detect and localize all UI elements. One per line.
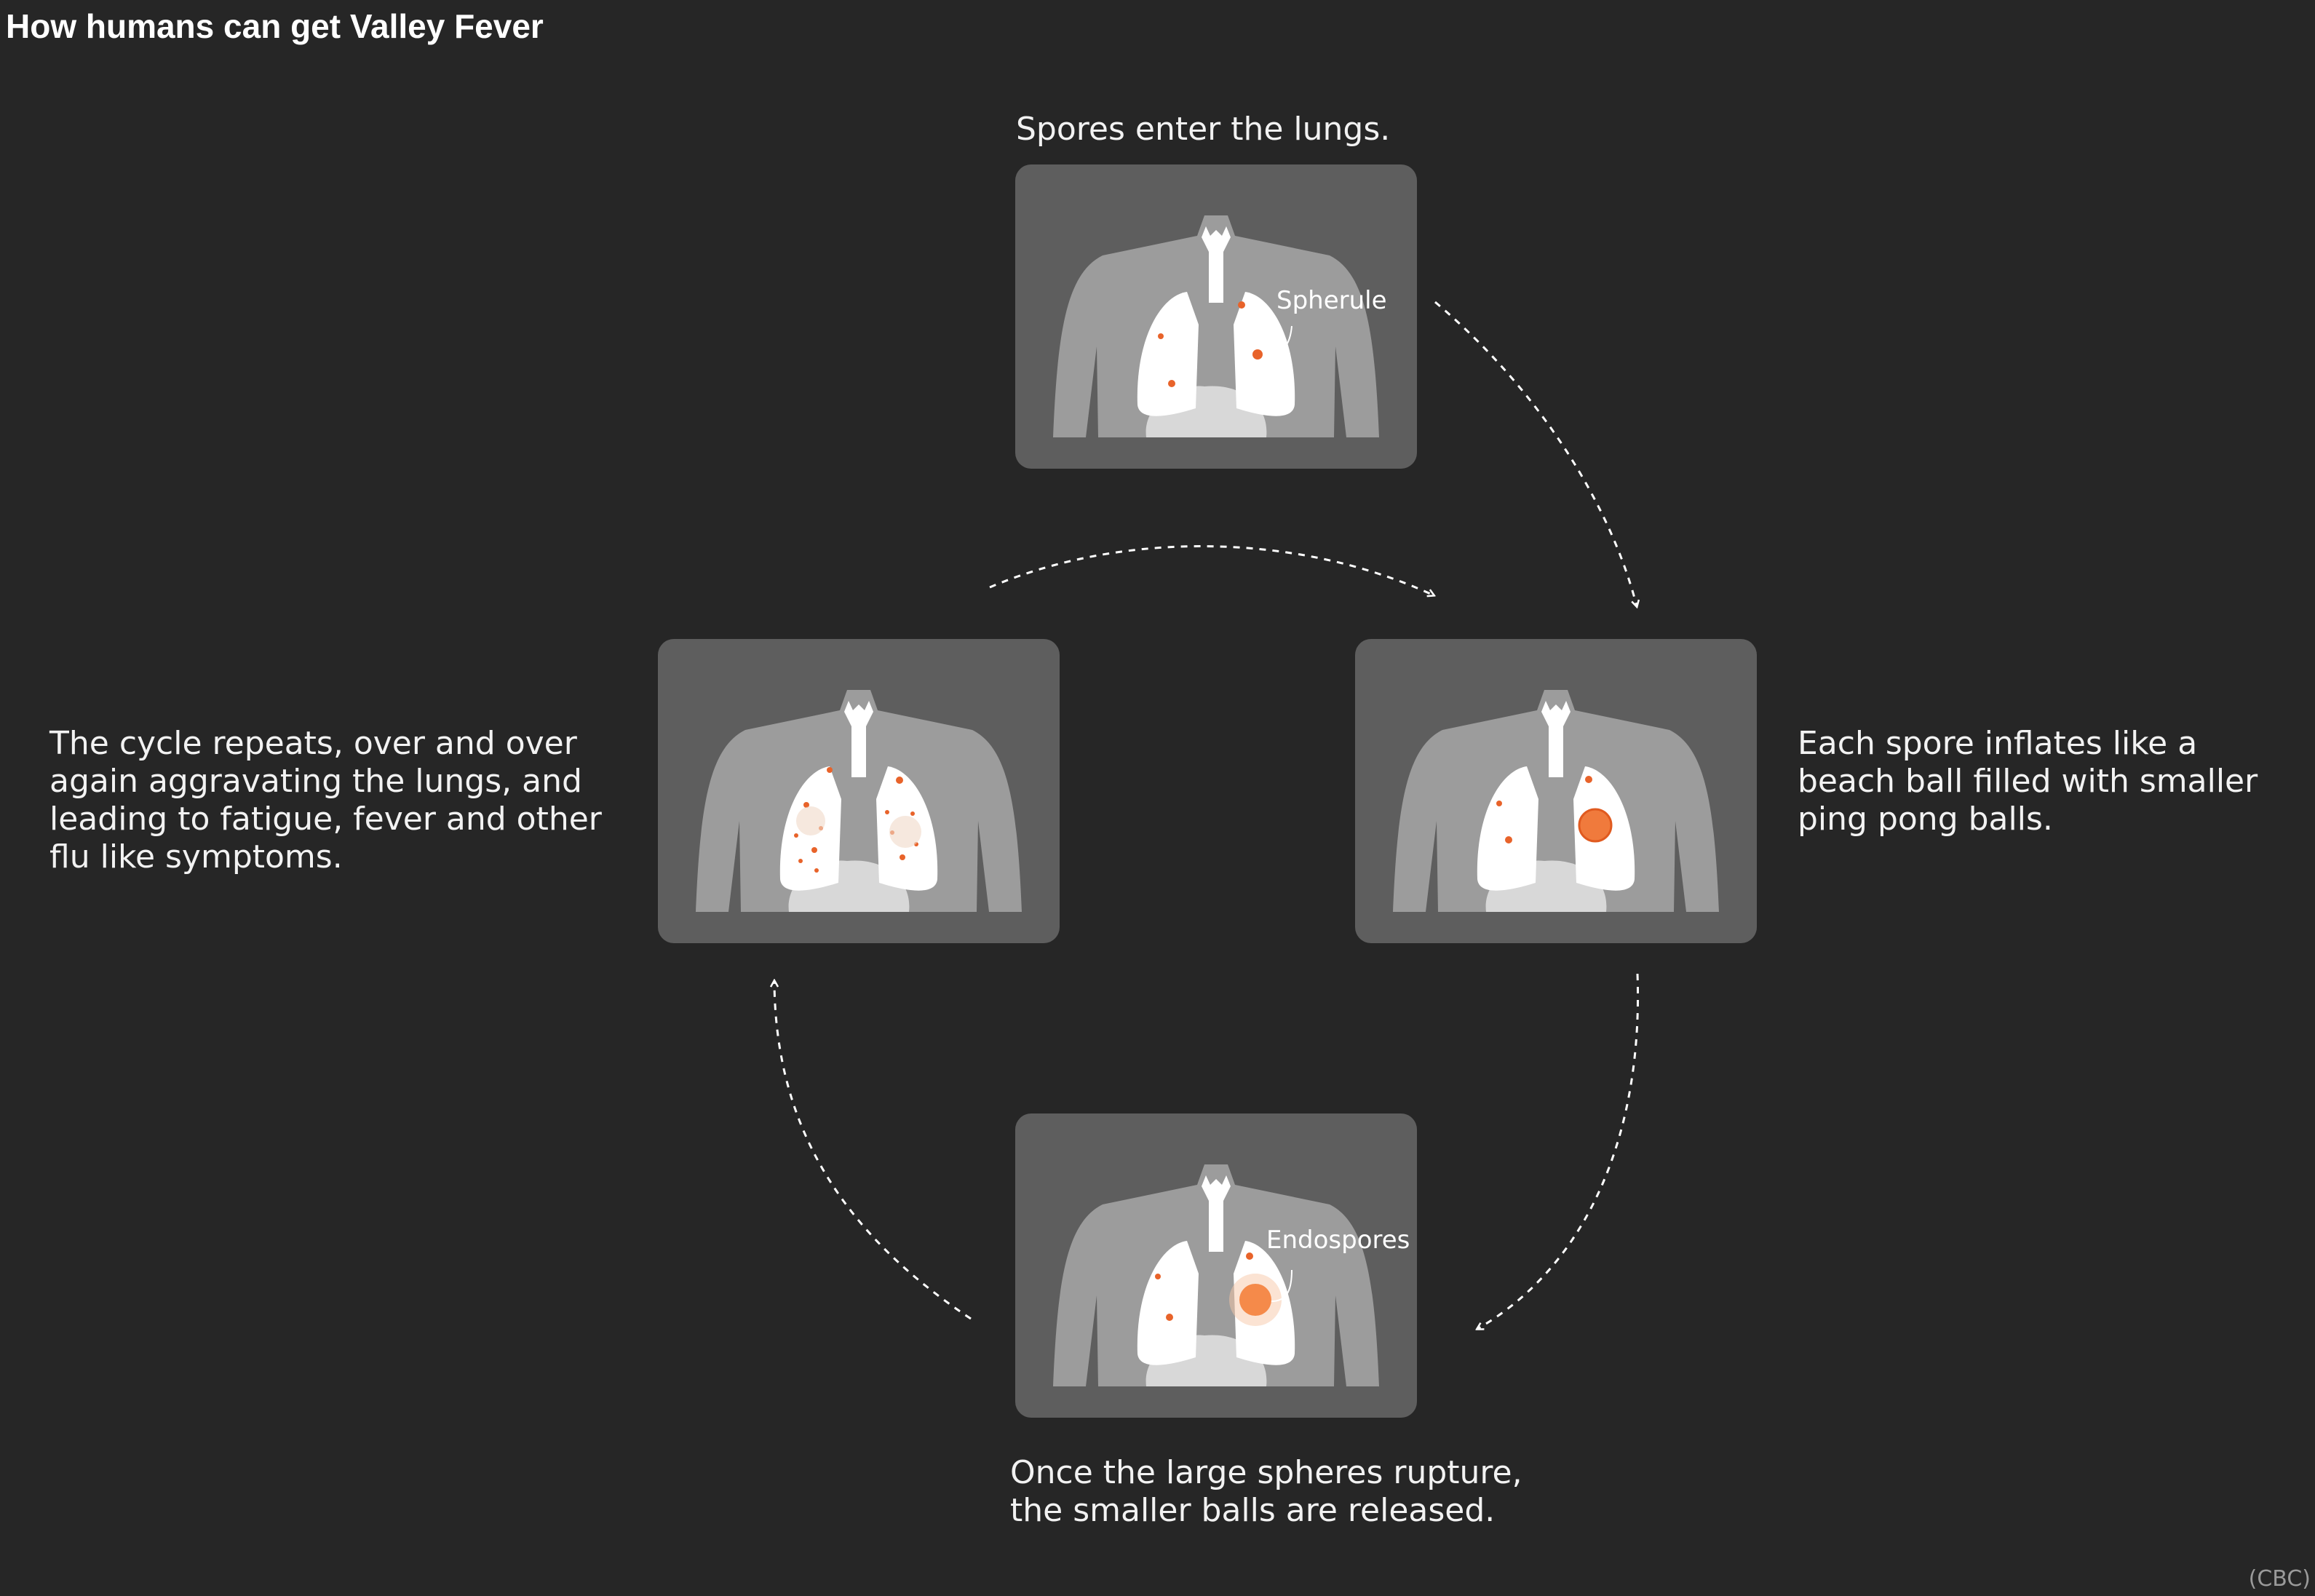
trachea-icon (844, 701, 873, 777)
cycle-arrow-icon (989, 545, 1434, 595)
step-4-illustration (696, 690, 1022, 912)
label-leader-line (1263, 325, 1292, 356)
trachea-icon (1202, 1175, 1231, 1252)
spore-dot-icon (1585, 776, 1592, 783)
step-1-caption: Spores enter the lungs. (1016, 111, 1390, 148)
endospores-label: Endospores (1266, 1226, 1410, 1255)
torso-icon (1053, 215, 1379, 437)
step-4-caption-line: flu like symptoms. (49, 838, 343, 876)
spore-dot-icon (1246, 1252, 1253, 1260)
lungs-icon (1137, 292, 1199, 416)
step-4-caption-line: leading to fatigue, fever and other (49, 801, 602, 838)
cycle-arrow-icon (1434, 301, 1637, 606)
step-3-caption: Once the large spheres rupture, the smal… (1010, 1454, 1522, 1530)
step-2-illustration (1393, 690, 1719, 912)
spore-dot-icon (1155, 1274, 1161, 1279)
step-4-caption-line: The cycle repeats, over and over (49, 725, 577, 762)
spore-dot-icon (1496, 801, 1502, 806)
step-2-caption-line: ping pong balls. (1798, 801, 2053, 838)
trachea-icon (1541, 701, 1571, 777)
spore-dot-icon (1158, 333, 1164, 339)
spherule-label: Spherule (1276, 286, 1387, 315)
page-title: How humans can get Valley Fever (6, 7, 544, 45)
step-2-caption: Each spore inflates like a beach ball fi… (1798, 725, 2258, 838)
step-4-caption-line: again aggravating the lungs, and (49, 763, 582, 800)
cycle-arrow-icon (1477, 973, 1640, 1329)
lungs-icon (1234, 292, 1295, 416)
spore-dot-icon (1166, 1314, 1173, 1321)
torso-icon (696, 690, 1022, 912)
spore-dot-icon (1252, 349, 1263, 360)
torso-icon (1053, 1164, 1379, 1386)
lungs-icon (1137, 1241, 1199, 1365)
step-1-panel: Spherule (1015, 164, 1417, 469)
trachea-icon (1202, 226, 1231, 303)
step-3-caption-line: Once the large spheres rupture, (1010, 1454, 1522, 1491)
haze-icon (796, 806, 921, 848)
cycle-arrow-icon (774, 981, 972, 1320)
spore-dot-icon (1168, 380, 1175, 387)
lungs-icon (1477, 766, 1538, 891)
step-3-illustration: Endospores (1053, 1164, 1410, 1386)
step-4-caption: The cycle repeats, over and over again a… (49, 725, 602, 876)
torso-icon (1393, 690, 1719, 912)
step-3-panel: Endospores (1015, 1113, 1417, 1418)
step-2-caption-line: beach ball filled with smaller (1798, 763, 2258, 800)
step-3-caption-line: the smaller balls are released. (1010, 1492, 1496, 1529)
spore-dot-icon (1505, 836, 1512, 843)
step-2-caption-line: Each spore inflates like a (1798, 725, 2198, 762)
step-1-illustration: Spherule (1053, 215, 1387, 437)
sphere-icon (1578, 808, 1613, 843)
spread-spores-icon (794, 767, 918, 873)
label-leader-line (1271, 1269, 1292, 1302)
step-4-panel (658, 639, 1060, 943)
step-1-caption-line: Spores enter the lungs. (1016, 111, 1391, 148)
spore-dot-icon (1238, 301, 1245, 309)
step-2-panel (1355, 639, 1757, 943)
sphere-icon (1239, 1284, 1271, 1316)
source-credit: (CBC) (2248, 1566, 2311, 1592)
